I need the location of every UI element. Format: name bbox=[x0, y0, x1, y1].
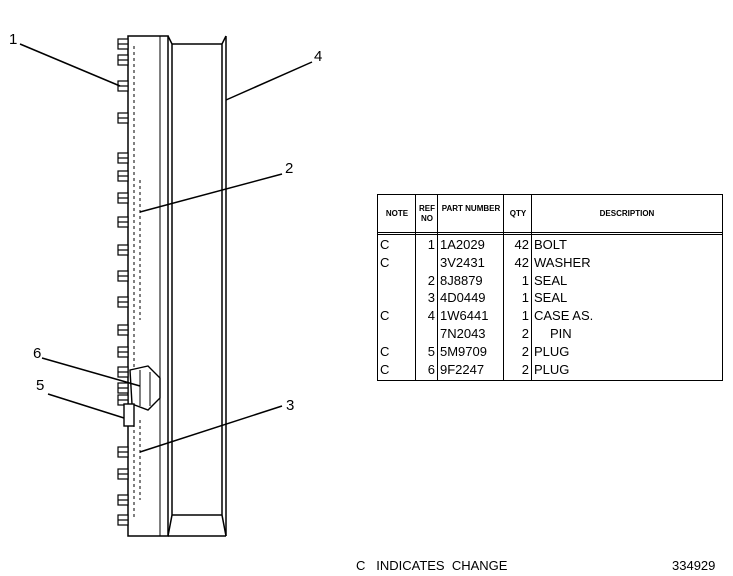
ref-cell: 6 bbox=[427, 361, 435, 377]
bolt-head bbox=[117, 152, 129, 164]
parts-table: NOTE REF NO PART NUMBER QTY DESCRIPTION … bbox=[377, 194, 723, 381]
part-number-cell: 9F2247 bbox=[440, 361, 485, 377]
header-ref-no: REF NO bbox=[419, 204, 435, 223]
part-number-cell: 3V2431 bbox=[440, 254, 485, 270]
table-row: C 1 1A2029 42 BOLT bbox=[378, 236, 722, 254]
description-cell: SEAL bbox=[534, 290, 568, 306]
callout-3: 3 bbox=[286, 397, 295, 414]
change-legend: C INDICATES CHANGE bbox=[356, 558, 508, 573]
part-number-cell: 1A2029 bbox=[440, 237, 485, 252]
table-row: C 6 9F2247 2 PLUG bbox=[378, 361, 722, 379]
table-row: 3 4D0449 1 SEAL bbox=[378, 289, 722, 307]
bolt-head bbox=[117, 446, 129, 458]
ref-cell: 2 bbox=[427, 272, 435, 288]
callout-1: 1 bbox=[9, 31, 18, 48]
bolt-head bbox=[117, 244, 129, 256]
note-cell: C bbox=[380, 361, 390, 377]
bolt-head bbox=[117, 170, 129, 182]
note-cell: C bbox=[380, 237, 390, 252]
ref-cell: 1 bbox=[427, 237, 435, 252]
qty-cell: 1 bbox=[521, 290, 529, 306]
header-qty: QTY bbox=[509, 209, 527, 218]
callout-6: 6 bbox=[33, 345, 42, 362]
bolt-head bbox=[117, 296, 129, 308]
header-note: NOTE bbox=[385, 209, 409, 218]
bolt-head bbox=[117, 324, 129, 336]
part-number-cell: 4D0449 bbox=[440, 290, 486, 306]
callout-2: 2 bbox=[285, 160, 294, 177]
table-row: C 5 5M9709 2 PLUG bbox=[378, 343, 722, 361]
table-row: 2 8J8879 1 SEAL bbox=[378, 272, 722, 290]
part-number-cell: 1W6441 bbox=[440, 308, 489, 324]
bolt-head bbox=[117, 216, 129, 228]
bolt-head bbox=[117, 112, 129, 124]
description-cell: PIN bbox=[550, 326, 572, 341]
ref-cell: 5 bbox=[427, 343, 435, 359]
qty-cell: 42 bbox=[514, 254, 529, 270]
callout-4: 4 bbox=[314, 48, 323, 65]
header-description: DESCRIPTION bbox=[599, 209, 655, 218]
qty-cell: 1 bbox=[521, 272, 529, 288]
part-number-cell: 8J8879 bbox=[440, 272, 483, 288]
table-row: C 3V2431 42 WASHER bbox=[378, 254, 722, 272]
callout-5: 5 bbox=[36, 377, 45, 394]
qty-cell: 42 bbox=[514, 237, 529, 252]
bolt-head bbox=[117, 54, 129, 66]
description-cell: CASE AS. bbox=[534, 308, 594, 324]
table-header: NOTE REF NO PART NUMBER QTY DESCRIPTION bbox=[378, 195, 722, 235]
description-cell: PLUG bbox=[534, 343, 570, 359]
description-cell: PLUG bbox=[534, 361, 570, 377]
bolt-head bbox=[117, 514, 129, 526]
drawing-number: 334929 bbox=[672, 558, 716, 573]
ref-cell: 3 bbox=[427, 290, 435, 306]
bolt-head bbox=[117, 382, 129, 394]
flange-plate bbox=[127, 35, 169, 537]
qty-cell: 2 bbox=[521, 343, 529, 359]
bolt-head bbox=[117, 468, 129, 480]
part-number-cell: 7N2043 bbox=[440, 326, 486, 341]
bolt-head bbox=[117, 494, 129, 506]
header-part-number: PART NUMBER bbox=[441, 204, 501, 213]
description-cell: WASHER bbox=[534, 254, 591, 270]
description-cell: BOLT bbox=[534, 237, 567, 252]
description-cell: SEAL bbox=[534, 272, 568, 288]
ref-cell: 4 bbox=[427, 308, 435, 324]
part-number-cell: 5M9709 bbox=[440, 343, 487, 359]
bolt-head bbox=[117, 38, 129, 50]
qty-cell: 1 bbox=[521, 308, 529, 324]
bolt-head bbox=[117, 366, 129, 378]
small-plug-part bbox=[123, 403, 135, 427]
note-cell: C bbox=[380, 308, 390, 324]
bolt-head bbox=[117, 394, 129, 406]
table-row: C 4 1W6441 1 CASE AS. bbox=[378, 307, 722, 325]
note-cell: C bbox=[380, 343, 390, 359]
qty-cell: 2 bbox=[521, 361, 529, 377]
bolt-head bbox=[117, 192, 129, 204]
qty-cell: 2 bbox=[521, 326, 529, 341]
note-cell: C bbox=[380, 254, 390, 270]
bolt-head bbox=[117, 270, 129, 282]
case-body bbox=[167, 35, 227, 537]
table-row: 7N2043 2 PIN bbox=[378, 325, 722, 343]
bolt-head bbox=[117, 346, 129, 358]
